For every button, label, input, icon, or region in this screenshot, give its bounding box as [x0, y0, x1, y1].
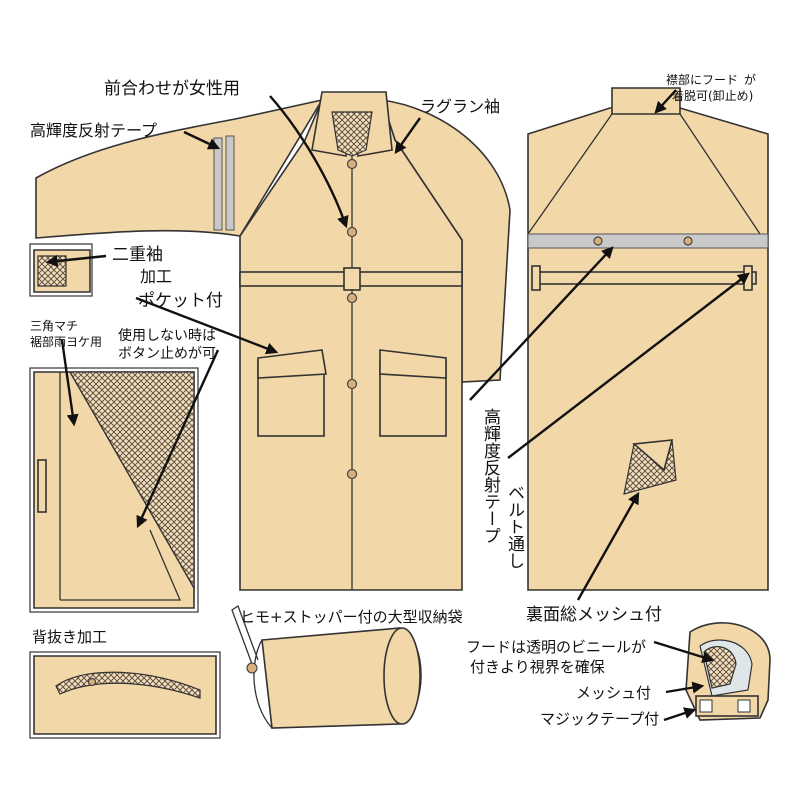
front-left-sleeve — [35, 98, 324, 239]
label-belt-loop: ベルト通し — [504, 484, 525, 569]
leader-lines — [45, 89, 750, 722]
double-sleeve-inset — [29, 243, 93, 297]
hood-velcro-tab — [699, 699, 713, 713]
back-belt — [533, 271, 757, 285]
sleeve-reflective-tape — [213, 137, 223, 231]
label-gusset-2: 裾部雨ヨケ用 — [30, 334, 102, 349]
label-hood-attach-1: 襟部にフード — [666, 72, 738, 87]
label-button-note-2: ボタン止めが可 — [118, 346, 216, 362]
back-vent-inset — [29, 651, 221, 739]
hood-velcro-tab — [737, 699, 751, 713]
hood-inset — [685, 622, 771, 721]
front-button — [346, 158, 358, 170]
labels: 前合わせが女性用 ラグラン袖 高輝度反射テープ 襟部にフード が 着脱可(卸止め… — [30, 72, 756, 728]
back-collar — [611, 87, 681, 115]
gusset-button-tab — [37, 459, 47, 513]
front-button — [346, 292, 358, 304]
front-left-pocket-flap — [257, 349, 327, 379]
label-hood-vinyl-2: 付きより視界を確保 — [470, 658, 605, 676]
back-yoke-tape — [527, 233, 769, 249]
label-button-note-1: 使用しない時は — [118, 327, 216, 344]
back-belt-loop — [531, 265, 541, 291]
label-mesh: メッシュ付 — [576, 684, 651, 702]
label-reflective-vertical: 高輝度反射テープ — [480, 408, 501, 544]
label-reflective-tape: 高輝度反射テープ — [30, 121, 157, 140]
bag-string — [231, 605, 259, 665]
sleeve-reflective-tape-2 — [225, 135, 235, 231]
back-button — [593, 236, 603, 246]
bag-cinch — [253, 639, 273, 729]
belt-buckle — [343, 267, 361, 291]
back-button — [683, 236, 693, 246]
gusset-fold — [59, 371, 195, 601]
label-gusset-1: 三角マチ — [30, 319, 78, 333]
label-hood-attach-2: が — [744, 72, 756, 87]
front-coat — [35, 91, 511, 591]
front-right-sleeve — [380, 99, 511, 383]
label-hood-vinyl-1: フードは透明のビニールが — [466, 638, 646, 656]
front-button — [346, 378, 358, 390]
label-double-sleeve-2: 加工 — [140, 267, 172, 286]
gusset-inset — [29, 367, 199, 613]
bag-stopper — [246, 662, 258, 674]
label-velcro: マジックテープ付 — [540, 710, 659, 728]
label-front-closure: 前合わせが女性用 — [104, 79, 240, 99]
back-raglan-seams — [527, 113, 761, 235]
front-button — [346, 226, 358, 238]
back-coat — [527, 87, 769, 591]
label-pocket: ポケット付 — [138, 291, 223, 311]
label-back-vent: 背抜き加工 — [32, 628, 107, 646]
label-storage-bag: ヒモ+ストッパー付の大型収納袋 — [240, 608, 463, 626]
front-button — [346, 468, 358, 480]
back-belt-loop — [743, 265, 753, 291]
back-body — [527, 107, 769, 591]
label-raglan: ラグラン袖 — [420, 97, 500, 116]
label-double-sleeve-1: 二重袖 — [112, 245, 163, 265]
back-vent-button — [87, 677, 97, 687]
label-hood-attach-3: 着脱可(卸止め) — [672, 88, 753, 103]
label-mesh-lining: 裏面総メッシュ付 — [526, 604, 662, 625]
front-right-pocket-flap — [379, 349, 447, 379]
back-peel-flap — [632, 439, 674, 472]
collar-mesh — [331, 111, 373, 157]
storage-bag — [231, 605, 422, 729]
bag-end — [383, 627, 421, 725]
